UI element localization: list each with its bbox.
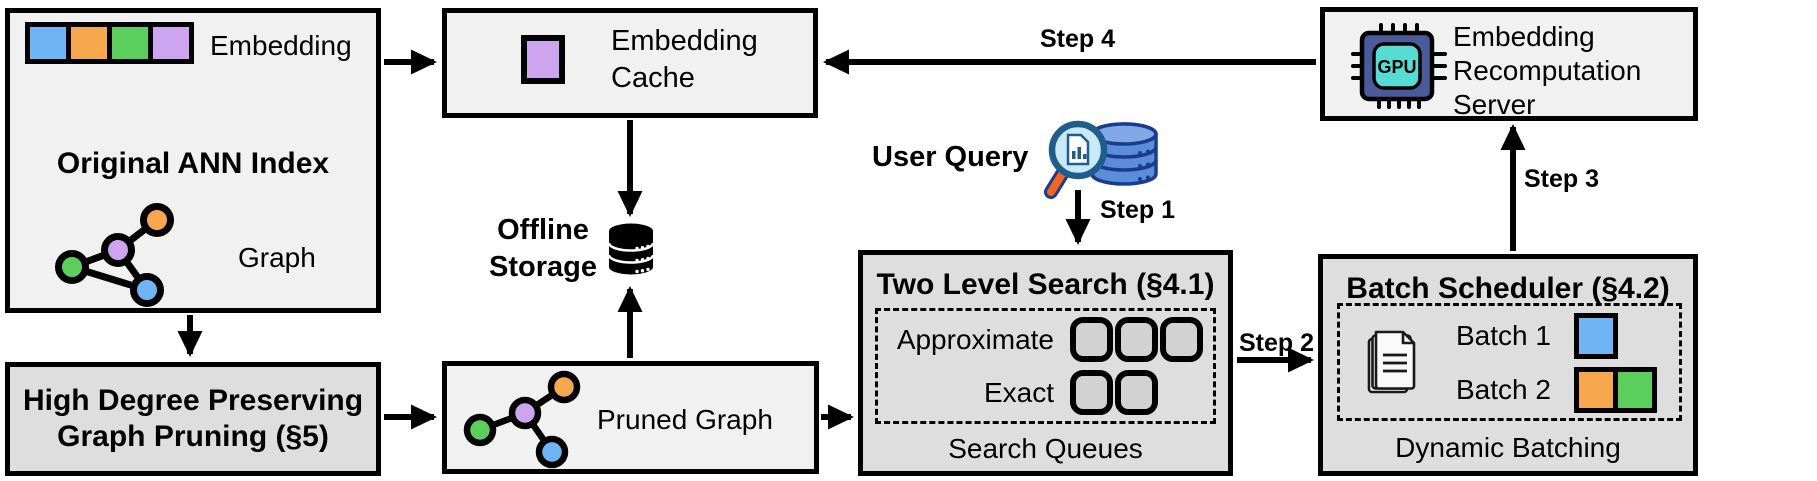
queue-slot [1070,370,1113,415]
embedding-cache-title-line1: Embedding [611,25,758,57]
exact-queue-slots [1070,370,1158,415]
step-1-label: Step 1 [1100,196,1176,224]
search-queues-caption: Search Queues [948,433,1143,464]
embedding-cache-title-line2: Cache [611,62,695,94]
graph-label: Graph [238,242,316,273]
gpu-chip-core [1372,42,1422,90]
box-graph-pruning: High Degree Preserving Graph Pruning (§5… [5,362,381,476]
pruned-node-purple [508,396,542,430]
batch2-row: Batch 2 [1456,364,1657,416]
graph-pruning-title-line1: High Degree Preserving [22,384,364,417]
embedding-cell-green [107,22,153,64]
user-query-icon [1044,120,1158,199]
search-queues-panel: Approximate Exact [875,308,1216,424]
batch-scheduler-title: Batch Scheduler (§4.2) [1346,272,1670,305]
graph-node-blue [130,273,164,307]
batch1-label: Batch 1 [1456,320,1551,351]
documents-icon [1367,330,1416,394]
box-pruned-graph: Pruned Graph [442,361,819,474]
recomputation-server-title-line1: Embedding [1453,21,1595,52]
recomputation-server-title-line2: Recomputation [1453,55,1642,86]
queue-slot [1115,370,1158,415]
embedding-label: Embedding [210,30,352,61]
batch1-row: Batch 1 [1456,310,1657,362]
original-ann-index-title: Original ANN Index [56,147,330,180]
graph-icon [55,203,174,307]
cached-embedding-icon [521,35,565,84]
dynamic-batching-panel: Batch 1 Batch 2 [1337,303,1682,421]
graph-node-purple [101,233,135,267]
graph-node-green [55,250,89,284]
exact-queue-row: Exact [878,366,1213,419]
queue-slot [1160,317,1203,362]
user-query-label: User Query [872,141,1029,173]
pruned-node-green [463,413,497,447]
magnifier-handle [1047,167,1068,196]
offline-storage-label-line2: Storage [489,251,597,283]
gpu-chip-icon: GPU [1351,23,1447,109]
approximate-label: Approximate [896,323,1054,355]
box-two-level-search: Two Level Search (§4.1) Approximate Exac… [858,250,1233,476]
graph-pruning-title-line2: Graph Pruning (§5) [57,420,329,453]
batch1-swatch-blue [1574,313,1618,359]
two-level-search-title: Two Level Search (§4.1) [876,268,1215,301]
box-batch-scheduler: Batch Scheduler (§4.2) Batch 1 [1318,254,1698,476]
offline-storage-label: Offline Storage [443,212,643,286]
exact-label: Exact [983,376,1054,408]
queue-slot [1070,317,1113,362]
embedding-cell-blue [25,22,71,64]
pruned-node-orange [547,370,581,404]
step-2-label: Step 2 [1239,329,1315,357]
gpu-chip-label: GPU [1377,57,1416,77]
batch2-label: Batch 2 [1456,374,1551,405]
document-in-lens-icon [1066,133,1090,166]
box-original-ann-index: Embedding Original ANN Index Graph [5,8,381,313]
embedding-cell-purple [148,22,194,64]
step-3-label: Step 3 [1524,165,1600,193]
embedding-strip-icon [25,22,194,64]
embedding-cell-orange [66,22,112,64]
database-icon [607,223,655,275]
queue-slot [1115,317,1158,362]
approximate-queue-row: Approximate [878,313,1213,366]
recomputation-server-title-line3: Server [1453,89,1536,120]
box-embedding-cache: Embedding Cache [442,8,818,118]
batch2-swatch-orange [1574,367,1618,413]
pruned-node-blue [535,435,569,469]
step-4-label: Step 4 [1040,25,1116,53]
batch2-swatch-green [1613,367,1657,413]
offline-storage-label-line1: Offline [497,214,589,246]
pruned-graph-icon [463,370,581,469]
graph-node-orange [140,203,174,237]
dynamic-batching-caption: Dynamic Batching [1395,432,1621,463]
box-recomputation-server: GPU Embedding Recomputation Server [1320,7,1698,121]
pruned-graph-label: Pruned Graph [597,404,773,435]
approximate-queue-slots [1070,317,1203,362]
